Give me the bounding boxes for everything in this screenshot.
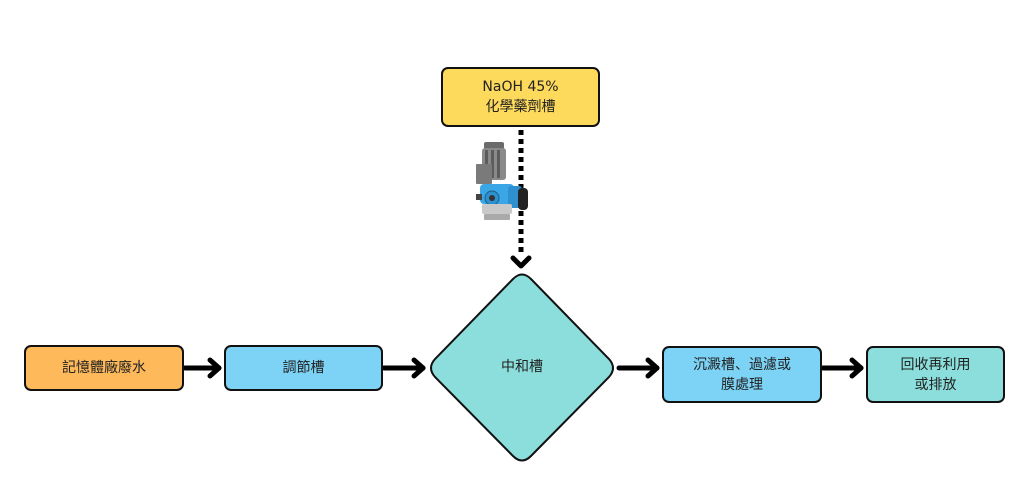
arrowhead-dosing	[510, 255, 532, 269]
arrowhead-treatment	[645, 357, 660, 379]
arrowhead-reuse	[849, 357, 864, 379]
reuse-discharge-node[interactable]: 回收再利用 或排放	[866, 346, 1005, 403]
wastewater-node[interactable]: 記憶體廠廢水	[24, 345, 184, 391]
treatment-node[interactable]: 沉澱槽、過濾或 膜處理	[662, 346, 822, 403]
metering-pump-icon	[476, 142, 528, 220]
arrowhead-neutralization	[411, 357, 426, 379]
neutralization-diamond[interactable]	[430, 273, 614, 462]
equalization-tank-node[interactable]: 調節槽	[224, 345, 383, 391]
arrowhead-equalization	[207, 357, 222, 379]
neutralization-tank-label: 中和槽	[501, 359, 543, 375]
chemical-tank-node[interactable]: NaOH 45% 化學藥劑槽	[441, 67, 600, 127]
